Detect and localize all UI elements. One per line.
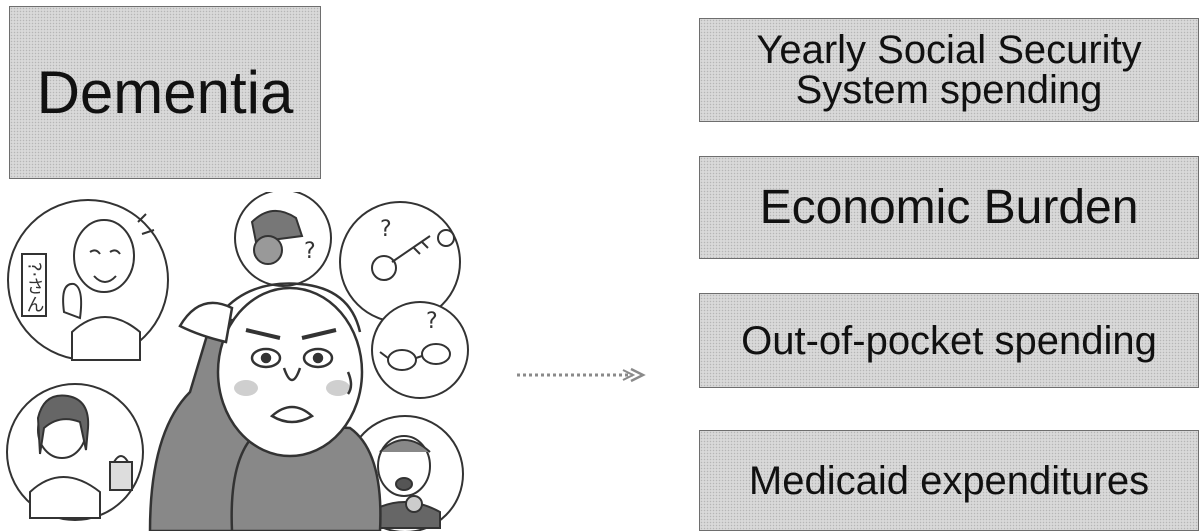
dementia-title: Dementia: [36, 58, 294, 126]
hat-icon: ?: [250, 210, 316, 265]
waving-man-icon: [21, 213, 155, 361]
social-security-line-1: Yearly Social Security: [756, 28, 1142, 72]
name-sign-text: ?·さん: [24, 262, 45, 313]
economic-burden-box: Economic Burden: [699, 156, 1199, 259]
economic-burden-label: Economic Burden: [759, 180, 1139, 234]
memory-bubble-glasses: [371, 301, 469, 399]
medicaid-label: Medicaid expenditures: [748, 458, 1150, 503]
main-elderly-man-icon: [148, 282, 382, 531]
key-icon: ?: [371, 217, 455, 281]
woman-icon: [29, 394, 133, 519]
medicaid-expenditures-box: Medicaid expenditures: [699, 430, 1199, 531]
dotted-arrow: [517, 367, 646, 383]
eating-man-icon: [369, 435, 441, 529]
svg-text:?: ?: [380, 217, 392, 242]
svg-text:?: ?: [426, 309, 438, 334]
dementia-title-box: Dementia: [9, 6, 321, 179]
memory-bubble-key: [339, 201, 461, 323]
social-security-line-2: System spending: [795, 68, 1103, 112]
out-of-pocket-label: Out-of-pocket spending: [741, 318, 1157, 363]
glasses-icon: ?: [379, 309, 451, 371]
confused-elderly-man-illustration: ?·さん ? ? ?: [6, 192, 469, 531]
social-security-spending-box: Yearly Social Security System spending: [699, 18, 1199, 122]
svg-text:?: ?: [304, 239, 316, 264]
out-of-pocket-spending-box: Out-of-pocket spending: [699, 293, 1199, 388]
